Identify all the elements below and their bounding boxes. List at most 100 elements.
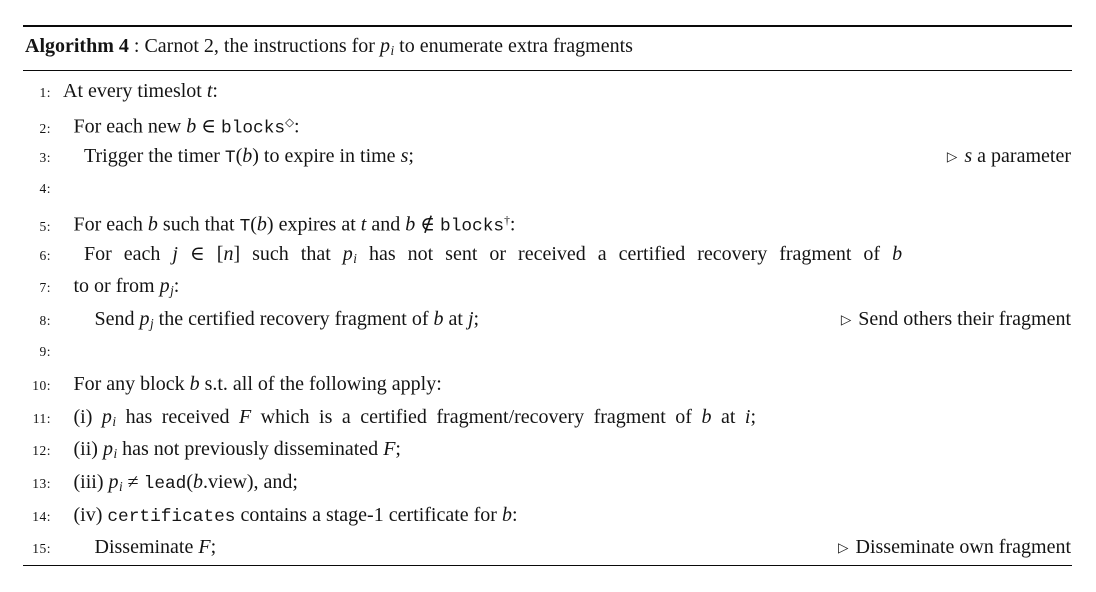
text-run: (ii) — [73, 438, 103, 461]
math-variable: j — [172, 242, 178, 265]
math-variable: F — [238, 405, 252, 428]
algo-line-7: 7: to or from pj: — [23, 270, 1072, 303]
math-variable: b — [147, 213, 158, 236]
line-text: (ii) pi has not previously disseminated … — [74, 433, 401, 470]
line-content: For any block b s.t. all of the followin… — [51, 368, 1072, 401]
text-run: ∈ [ — [177, 242, 224, 265]
algo-line-4: 4: — [23, 173, 1072, 206]
math-variable: b — [193, 471, 204, 494]
text-run: has not previously disseminated — [117, 438, 384, 461]
line-number: 11: — [32, 410, 51, 426]
line-text: (iv) certificates contains a stage-1 cer… — [74, 499, 518, 534]
comment-triangle-icon: ▷ — [838, 539, 849, 555]
text-run: which is a certified fragment/recovery f… — [251, 405, 702, 428]
text-run: ( — [235, 145, 243, 168]
algo-line-2: 2:For each new b ∈ blocks◇: — [23, 107, 1072, 140]
line-content: to or from pj: — [51, 270, 1072, 307]
algo-line-8: 8:Send pj the certified recovery fragmen… — [23, 303, 1072, 336]
line-text: Trigger the timer T(b) to expire in time… — [84, 140, 414, 175]
line-content: (iv) certificates contains a stage-1 cer… — [51, 499, 1072, 534]
line-number: 14: — [32, 508, 51, 524]
text-run: Send others their fragment — [858, 308, 1071, 331]
text-run: Disseminate — [94, 536, 199, 559]
math-variable: b — [189, 373, 200, 396]
text-run: ] such that — [233, 242, 343, 265]
algo-line-5: 5:For each b such that T(b) expires at t… — [23, 205, 1072, 238]
text-run: : — [509, 213, 516, 236]
line-number: 13: — [32, 476, 51, 492]
line-comment: ▷s a parameter — [947, 140, 1072, 175]
text-run: : — [511, 503, 518, 526]
text-run: s.t. all of the following apply: — [199, 373, 442, 396]
line-number: 15: — [32, 541, 51, 557]
math-variable: p — [108, 471, 119, 494]
code-token: T — [239, 216, 251, 237]
line-text: For each j ∈ [n] such that pi has not se… — [84, 238, 902, 275]
algo-line-10: 10:For any block b s.t. all of the follo… — [23, 368, 1072, 401]
math-variable: p — [139, 308, 150, 331]
line-content: For each new b ∈ blocks◇: — [51, 107, 1072, 145]
text-run: At every timeslot — [63, 79, 207, 102]
line-content: Disseminate F; ▷ Disseminate own fragment — [51, 531, 1072, 566]
text-run: to enumerate extra fragments — [394, 35, 633, 57]
text-run: (i) — [73, 405, 102, 428]
text-run: (iv) — [73, 503, 108, 526]
text-run: and — [366, 213, 406, 236]
math-variable: s — [964, 145, 973, 168]
line-text: At every timeslot t: — [63, 75, 218, 108]
code-token: T — [224, 148, 236, 169]
algo-line-6: 6:For each j ∈ [n] such that pi has not … — [23, 238, 1072, 271]
text-run: ) expires at — [266, 213, 361, 236]
text-run: Disseminate own fragment — [855, 536, 1072, 559]
math-variable: i — [744, 405, 751, 428]
text-run: (iii) — [73, 471, 109, 494]
line-text: to or from pj: — [74, 270, 180, 307]
text-run: to or from — [73, 275, 160, 298]
line-text: Disseminate F; — [95, 531, 217, 564]
math-variable: p — [342, 242, 353, 265]
mid-rule — [23, 69, 1072, 71]
text-run: ∈ — [196, 115, 222, 138]
text-run: ; — [408, 145, 414, 168]
math-variable: b — [433, 308, 444, 331]
text-run: : Carnot 2, the instructions for — [128, 35, 380, 57]
math-variable: F — [383, 438, 396, 461]
line-text: (iii) pi ≠ lead(b.view), and; — [74, 466, 299, 503]
text-run: ) to expire in time — [252, 145, 401, 168]
math-subscript: i — [353, 250, 357, 266]
line-number: 12: — [32, 443, 51, 459]
math-variable: b — [256, 213, 267, 236]
math-subscript: j — [170, 283, 174, 299]
math-subscript: i — [112, 413, 117, 429]
line-content: At every timeslot t: — [51, 75, 1072, 108]
text-run: ( — [186, 471, 194, 494]
math-variable: p — [101, 405, 112, 428]
line-number: 1: — [39, 84, 51, 100]
text-run: ; — [473, 308, 480, 331]
text-run: For each — [84, 242, 173, 265]
text-run: contains a stage-1 certificate for — [235, 503, 502, 526]
text-run: ∉ — [415, 213, 441, 236]
text-run: For each new — [73, 115, 187, 138]
line-number: 8: — [39, 313, 51, 329]
line-text: (i) pi has received F which is a certifi… — [74, 401, 757, 438]
algo-line-12: 12:(ii) pi has not previously disseminat… — [23, 433, 1072, 466]
text-run: : — [173, 275, 180, 298]
line-number: 7: — [39, 280, 51, 296]
line-content: Trigger the timer T(b) to expire in time… — [51, 140, 1072, 175]
line-number: 10: — [32, 378, 51, 394]
math-variable: b — [892, 242, 903, 265]
math-variable: t — [206, 79, 213, 102]
text-run: ; — [210, 536, 217, 559]
code-token: certificates — [107, 506, 236, 527]
line-content: (ii) pi has not previously disseminated … — [51, 433, 1072, 470]
math-variable: s — [400, 145, 409, 168]
line-number: 5: — [39, 218, 51, 234]
math-variable: p — [159, 275, 170, 298]
text-run: at — [443, 308, 468, 331]
line-text: For each new b ∈ blocks◇: — [74, 107, 300, 145]
text-run: at — [711, 405, 745, 428]
line-number: 3: — [39, 150, 51, 166]
math-subscript: i — [390, 42, 395, 58]
line-number: 9: — [39, 343, 51, 359]
